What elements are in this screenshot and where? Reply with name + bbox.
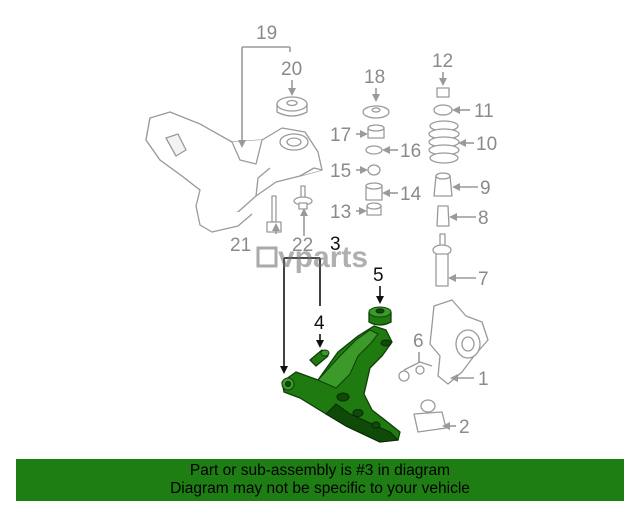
callout-13: 13 <box>330 202 351 223</box>
callout-20: 20 <box>281 59 302 80</box>
footer-line-1: Part or sub-assembly is #3 in diagram <box>189 462 451 479</box>
callout-14: 14 <box>400 184 422 205</box>
bushing-4-highlighted <box>309 349 330 367</box>
control-arm-highlighted <box>281 325 401 443</box>
callout-10: 10 <box>476 134 497 155</box>
callout-21: 21 <box>230 235 251 256</box>
strut-parts-drawing <box>362 87 489 433</box>
bolt-21-drawing <box>266 195 282 233</box>
leader-lines <box>238 46 478 430</box>
callout-3: 3 <box>330 234 341 255</box>
callout-8: 8 <box>478 208 489 229</box>
bushing-20-drawing <box>276 96 308 117</box>
subframe-drawing <box>145 111 323 233</box>
callout-9: 9 <box>480 178 491 199</box>
callout-17: 17 <box>330 125 351 146</box>
callout-18: 18 <box>364 67 385 88</box>
watermark-text: vparts <box>278 241 368 274</box>
callout-15: 15 <box>330 161 351 182</box>
bolt-22-drawing <box>293 185 313 210</box>
footer-banner: Part or sub-assembly is #3 in diagram Di… <box>16 459 624 501</box>
callout-2: 2 <box>459 417 470 438</box>
bushing-5-highlighted <box>368 306 392 326</box>
callout-11: 11 <box>474 101 494 122</box>
callout-7: 7 <box>478 269 489 290</box>
footer-line-2: Diagram may not be specific to your vehi… <box>170 480 470 497</box>
watermark: vparts <box>256 241 368 274</box>
callout-12: 12 <box>432 51 453 72</box>
callout-19: 19 <box>256 23 277 44</box>
callout-1: 1 <box>478 369 489 390</box>
callout-16: 16 <box>400 141 421 162</box>
callout-6: 6 <box>413 331 424 352</box>
callout-22: 22 <box>292 235 313 256</box>
callout-5: 5 <box>373 265 384 286</box>
callout-numbers: 19 20 21 22 18 17 16 15 14 13 12 11 10 9… <box>230 23 497 438</box>
callout-4: 4 <box>314 313 325 334</box>
